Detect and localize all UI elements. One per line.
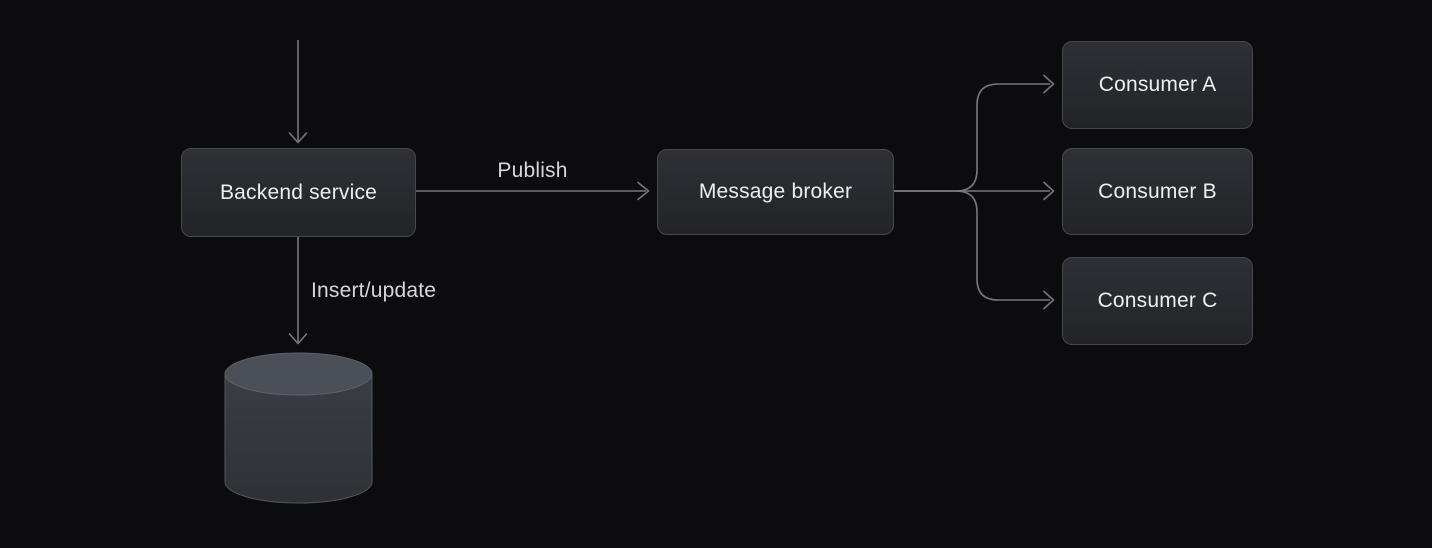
node-consumer-b: Consumer B [1062, 148, 1253, 235]
node-consumer-a: Consumer A [1062, 41, 1253, 129]
arrowhead-insert-update-icon [288, 333, 308, 345]
arrowhead-consumer-b-icon [1043, 181, 1055, 201]
node-consumer-a-label: Consumer A [1098, 73, 1217, 96]
node-backend-service: Backend service [181, 148, 416, 237]
node-message-broker: Message broker [657, 149, 894, 235]
arrowhead-into-backend-icon [288, 132, 308, 144]
edge-broker-consumer-c [892, 190, 1050, 301]
node-consumer-b-label: Consumer B [1098, 179, 1217, 203]
node-consumer-c-label: Consumer C [1097, 289, 1218, 312]
edge-label-insert-update: Insert/update [311, 279, 437, 302]
node-message-broker-label: Message broker [698, 180, 853, 203]
arrowhead-consumer-a-icon [1043, 74, 1055, 94]
database-cylinder-icon [224, 352, 373, 504]
edge-label-publish: Publish [497, 159, 568, 182]
node-backend-service-label: Backend service [219, 180, 378, 204]
arrowhead-consumer-c-icon [1043, 290, 1055, 310]
edge-broker-consumer-a [892, 83, 1050, 192]
database-top [224, 352, 373, 396]
node-consumer-c: Consumer C [1062, 257, 1253, 345]
database-body [224, 374, 373, 504]
arrowhead-publish-icon [637, 181, 650, 201]
